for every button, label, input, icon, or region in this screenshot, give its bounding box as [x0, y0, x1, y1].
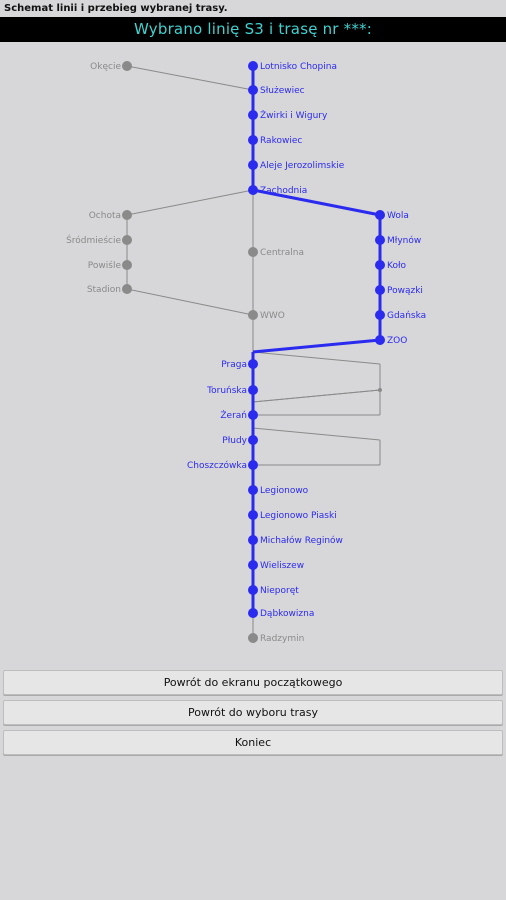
station-dot-mlynow[interactable] — [375, 235, 385, 245]
station-label-zoo: ZOO — [387, 336, 407, 346]
station-dot-kolo[interactable] — [375, 260, 385, 270]
station-label-kolo: Koło — [387, 261, 407, 271]
station-label-okecie: Okęcie — [90, 62, 121, 72]
station-label-michalow: Michałów Reginów — [260, 535, 343, 546]
station-label-radzymin: Radzymin — [260, 634, 304, 644]
station-dot-zoo[interactable] — [375, 335, 385, 345]
station-label-gdanska: Gdańska — [387, 311, 426, 321]
station-dot-legionowo-piaski[interactable] — [248, 510, 258, 520]
station-dot-sluzewiec[interactable] — [248, 85, 258, 95]
station-label-wola: Wola — [387, 211, 409, 221]
inactive-track — [126, 65, 381, 638]
junction-dot — [378, 388, 382, 392]
station-dot-rakowiec[interactable] — [248, 135, 258, 145]
station-label-legionowo-piaski: Legionowo Piaski — [260, 511, 337, 521]
station-dot-michalow[interactable] — [248, 535, 258, 545]
station-label-dabkowizna: Dąbkowizna — [260, 609, 314, 619]
station-label-wwo: WWO — [260, 311, 285, 321]
station-dot-praga[interactable] — [248, 359, 258, 369]
station-label-sluzewiec: Służewiec — [260, 86, 305, 96]
station-label-powisle: Powiśle — [88, 260, 122, 271]
station-label-ochota: Ochota — [89, 211, 121, 221]
station-label-praga: Praga — [221, 360, 247, 370]
station-label-lotnisko: Lotnisko Chopina — [260, 62, 337, 72]
station-dot-lotnisko[interactable] — [248, 61, 258, 71]
station-label-centralna: Centralna — [260, 248, 304, 258]
back-to-route-selection-button[interactable]: Powrót do wyboru trasy — [3, 700, 503, 725]
station-dot-radzymin[interactable] — [248, 633, 258, 643]
station-dot-zwirki[interactable] — [248, 110, 258, 120]
station-dot-choszczowka[interactable] — [248, 460, 258, 470]
station-dot-torunska[interactable] — [248, 385, 258, 395]
station-dot-okecie[interactable] — [122, 61, 132, 71]
station-dot-zachodnia[interactable] — [248, 185, 258, 195]
station-dot-stadion[interactable] — [122, 284, 132, 294]
station-label-pludy: Płudy — [222, 436, 247, 446]
station-label-rakowiec: Rakowiec — [260, 136, 302, 146]
active-route — [251, 66, 382, 613]
page-title: Wybrano linię S3 i trasę nr ***: — [0, 17, 506, 42]
station-dot-wwo[interactable] — [248, 310, 258, 320]
station-label-stadion: Stadion — [87, 285, 121, 295]
station-dot-powisle[interactable] — [122, 260, 132, 270]
station-dot-powazki[interactable] — [375, 285, 385, 295]
station-label-srodmiescie: Śródmieście — [66, 234, 121, 246]
station-dot-ochota[interactable] — [122, 210, 132, 220]
station-dot-wola[interactable] — [375, 210, 385, 220]
station-dot-nieporet[interactable] — [248, 585, 258, 595]
station-label-wieliszew: Wieliszew — [260, 561, 304, 571]
station-dot-srodmiescie[interactable] — [122, 235, 132, 245]
station-label-zwirki: Żwirki i Wigury — [260, 110, 328, 121]
station-dot-legionowo[interactable] — [248, 485, 258, 495]
station-dot-pludy[interactable] — [248, 435, 258, 445]
station-label-zeran: Żerań — [220, 410, 247, 421]
station-label-torunska: Toruńska — [206, 386, 247, 396]
station-dot-zeran[interactable] — [248, 410, 258, 420]
station-label-zachodnia: Zachodnia — [260, 186, 307, 196]
station-dot-wieliszew[interactable] — [248, 560, 258, 570]
station-label-mlynow: Młynów — [387, 235, 421, 246]
station-label-aleje: Aleje Jerozolimskie — [260, 161, 345, 171]
station-dot-gdanska[interactable] — [375, 310, 385, 320]
station-dot-centralna[interactable] — [248, 247, 258, 257]
station-dot-dabkowizna[interactable] — [248, 608, 258, 618]
station-label-nieporet: Nieporęt — [260, 586, 299, 596]
line-schematic: Okęcie Ochota Śródmieście Powiśle Stadio… — [0, 42, 506, 667]
station-label-legionowo: Legionowo — [260, 486, 309, 496]
end-button[interactable]: Koniec — [3, 730, 503, 755]
station-label-powazki: Powązki — [387, 286, 423, 296]
back-to-start-button[interactable]: Powrót do ekranu początkowego — [3, 670, 503, 695]
station-label-choszczowka: Choszczówka — [187, 460, 247, 471]
window-title: Schemat linii i przebieg wybranej trasy. — [0, 0, 506, 17]
station-dot-aleje[interactable] — [248, 160, 258, 170]
